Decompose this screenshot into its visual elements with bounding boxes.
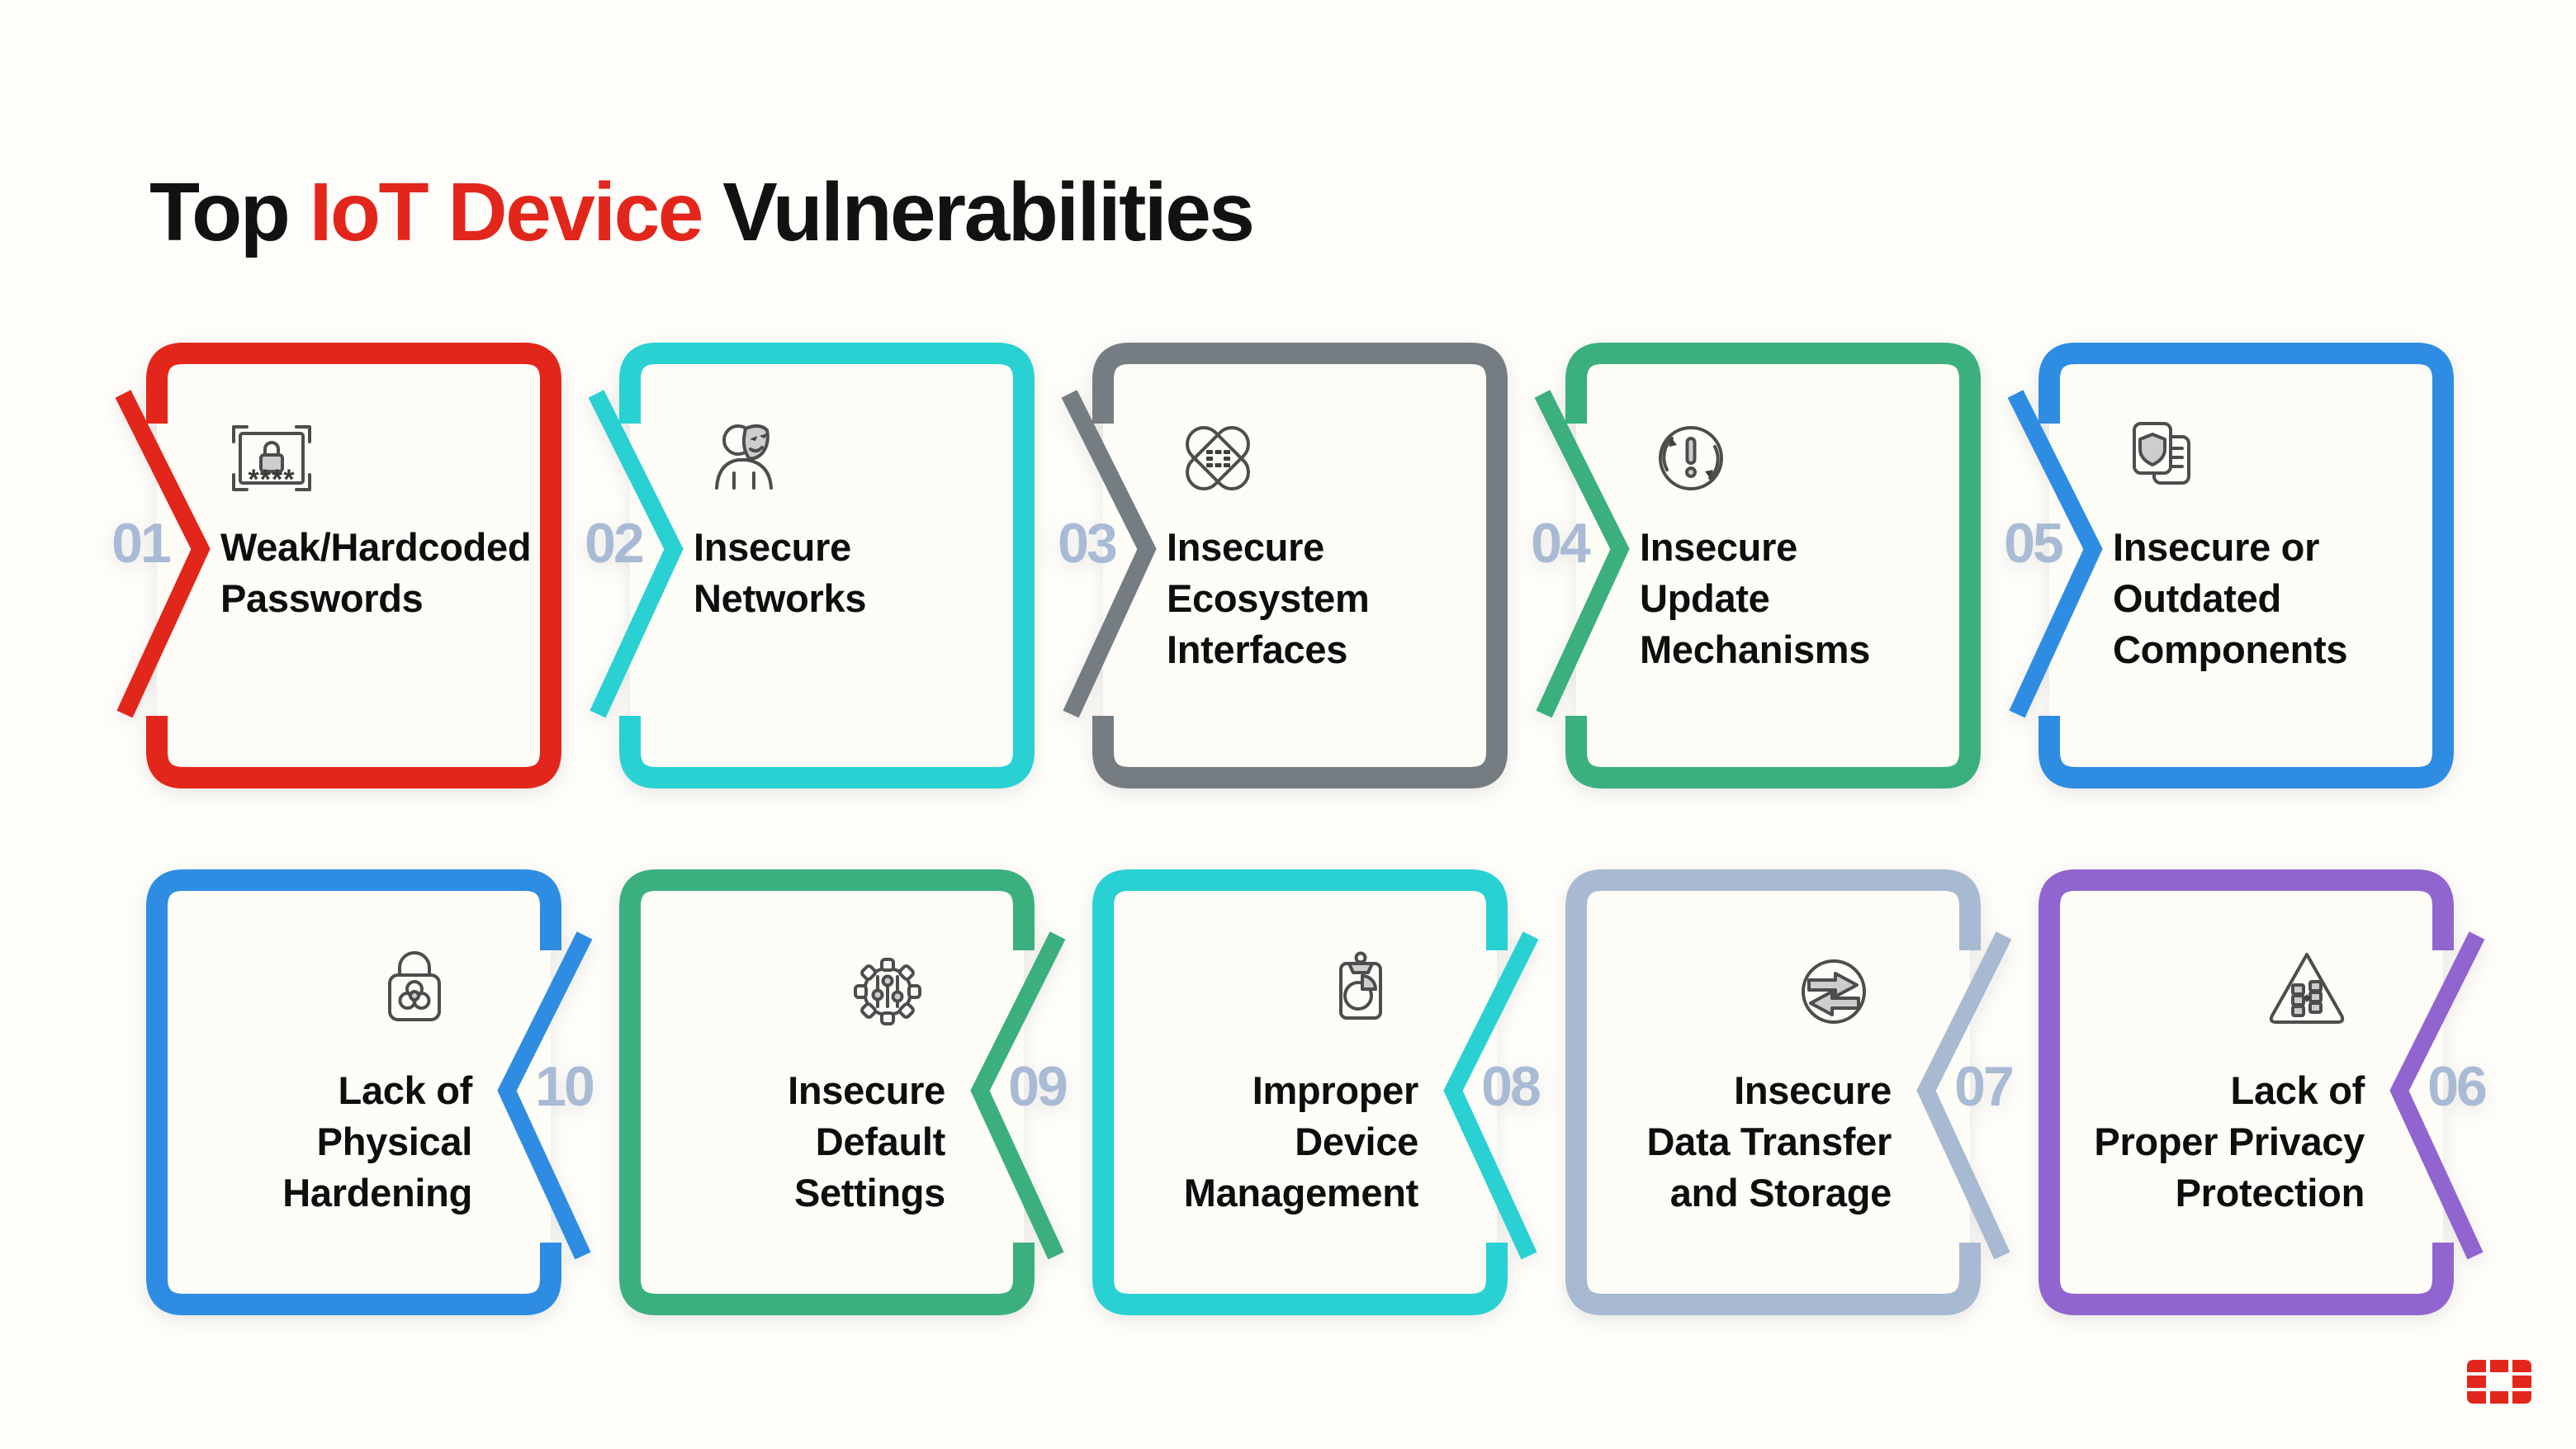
card-border xyxy=(1565,869,1981,1315)
vulnerability-card-06: 06 Lack of Proper Privacy Protection xyxy=(2039,869,2522,1319)
chevron-left-icon xyxy=(1443,931,1539,1260)
update-alert-icon xyxy=(1659,426,1723,490)
card-label: Insecure Default Settings xyxy=(788,1068,945,1215)
chevron-right-icon xyxy=(1534,390,1630,718)
card-frame: 02 xyxy=(585,343,1035,788)
gear-sliders-icon xyxy=(854,958,921,1025)
card-number: 01 xyxy=(111,512,170,575)
ecosystem-knot-icon xyxy=(1186,426,1250,490)
chevron-left-icon xyxy=(1916,931,2012,1260)
fortinet-logo xyxy=(2467,1360,2531,1404)
page-title: Top IoT Device Vulnerabilities xyxy=(149,171,1255,253)
card-number: 03 xyxy=(1058,512,1116,575)
card-number: 08 xyxy=(1481,1055,1540,1118)
vulnerability-card-04: 04 Insecure Update Mechanisms xyxy=(1499,343,1983,793)
card-border xyxy=(1092,343,1508,788)
chevron-right-icon xyxy=(2007,390,2103,718)
svg-text:****: **** xyxy=(249,464,296,495)
card-frame: 09 xyxy=(619,869,1069,1315)
card-border xyxy=(619,343,1035,788)
vulnerability-card-07: 07 Insecure Data Transfer and Storage xyxy=(1565,869,2049,1319)
card-label: Lack of Physical Hardening xyxy=(282,1068,472,1215)
card-label: Insecure or Outdated Components xyxy=(2113,525,2348,671)
outdated-components-icon xyxy=(2133,422,2190,485)
card-number: 04 xyxy=(1531,512,1591,575)
chevron-right-icon xyxy=(115,390,211,718)
chevron-left-icon xyxy=(2389,931,2485,1260)
data-transfer-icon xyxy=(1802,959,1866,1024)
password-frame-lock-icon: **** xyxy=(232,425,311,495)
privacy-warning-icon xyxy=(2269,953,2345,1024)
card-number: 02 xyxy=(585,512,643,575)
card-border xyxy=(619,869,1035,1315)
card-label: Lack of Proper Privacy Protection xyxy=(2094,1068,2365,1215)
chevron-right-icon xyxy=(1061,390,1157,718)
title-part1: Top xyxy=(149,166,310,258)
vulnerability-card-03: 03 Insecure Ecosystem Interfaces xyxy=(1026,343,1510,793)
card-label: Insecure Update Mechanisms xyxy=(1640,525,1871,671)
vulnerability-card-05: 05 Insecure or Outdated Components xyxy=(1972,343,2456,793)
chevron-left-icon xyxy=(970,931,1066,1260)
card-border xyxy=(1565,343,1981,788)
card-number: 07 xyxy=(1954,1055,2012,1118)
chevron-left-icon xyxy=(497,931,593,1260)
card-label: Improper Device Management xyxy=(1183,1068,1419,1215)
card-number: 10 xyxy=(535,1055,594,1118)
card-number: 05 xyxy=(2004,512,2062,575)
card-label: Insecure Networks xyxy=(694,525,867,620)
vulnerability-card-09: 09 Insecure Default Settings xyxy=(619,869,1103,1319)
card-label: Weak/Hardcoded Passwords xyxy=(220,525,532,620)
vulnerability-card-10: 10 Lack of Physical Hardening xyxy=(146,869,630,1319)
vulnerability-card-02: 02 Insecure Networks xyxy=(553,343,1037,793)
card-number: 09 xyxy=(1008,1055,1067,1118)
card-number: 06 xyxy=(2427,1055,2486,1118)
card-frame: 03 xyxy=(1058,343,1508,788)
card-label: Insecure Ecosystem Interfaces xyxy=(1167,525,1370,671)
vulnerability-card-08: 08 Improper Device Management xyxy=(1092,869,1576,1319)
card-frame: 01 xyxy=(111,343,561,788)
card-frame: 08 xyxy=(1092,869,1542,1315)
card-border xyxy=(1092,869,1508,1315)
card-frame: 10 xyxy=(146,869,596,1315)
card-border xyxy=(146,343,561,788)
biohazard-lock-icon xyxy=(388,951,441,1021)
hacker-mask-icon xyxy=(715,424,773,490)
card-border xyxy=(2039,869,2454,1315)
title-highlight: IoT Device xyxy=(309,166,704,258)
card-border xyxy=(146,869,561,1315)
card-label: Insecure Data Transfer and Storage xyxy=(1646,1068,1892,1215)
title-part2: Vulnerabilities xyxy=(701,166,1255,258)
card-frame: 07 xyxy=(1565,869,2015,1315)
clipboard-pie-icon xyxy=(1339,951,1382,1020)
card-frame: 04 xyxy=(1531,343,1981,788)
chevron-right-icon xyxy=(588,390,684,718)
vulnerability-card-01: 01 **** Weak/Hardcoded Passwords xyxy=(80,343,564,793)
card-frame: 06 xyxy=(2039,869,2488,1315)
